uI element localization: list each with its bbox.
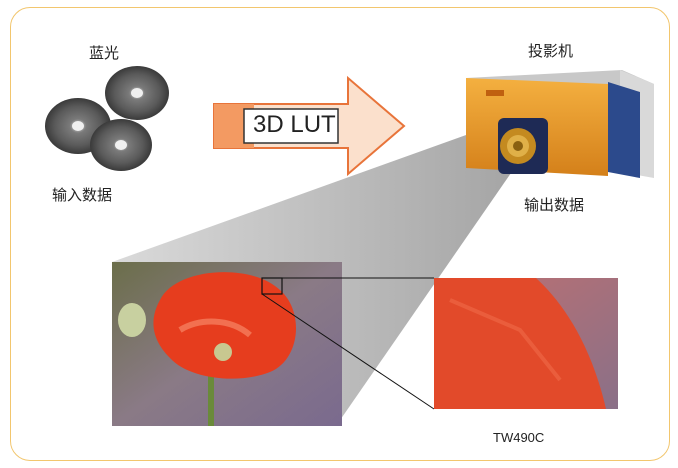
poppy-photo [112, 262, 342, 426]
projector-label: 投影机 [528, 42, 574, 60]
disc-icon [45, 66, 169, 171]
bluray-label: 蓝光 [89, 44, 120, 62]
model-caption: TW490C [493, 430, 545, 445]
diagram-frame [10, 7, 670, 461]
arrow-text: 3D LUT [253, 111, 336, 138]
arrow-icon [213, 75, 406, 177]
zoom-photo [434, 278, 618, 409]
projector-icon [466, 70, 654, 178]
input-data-label: 输入数据 [52, 186, 113, 204]
output-data-label: 输出数据 [524, 196, 585, 214]
